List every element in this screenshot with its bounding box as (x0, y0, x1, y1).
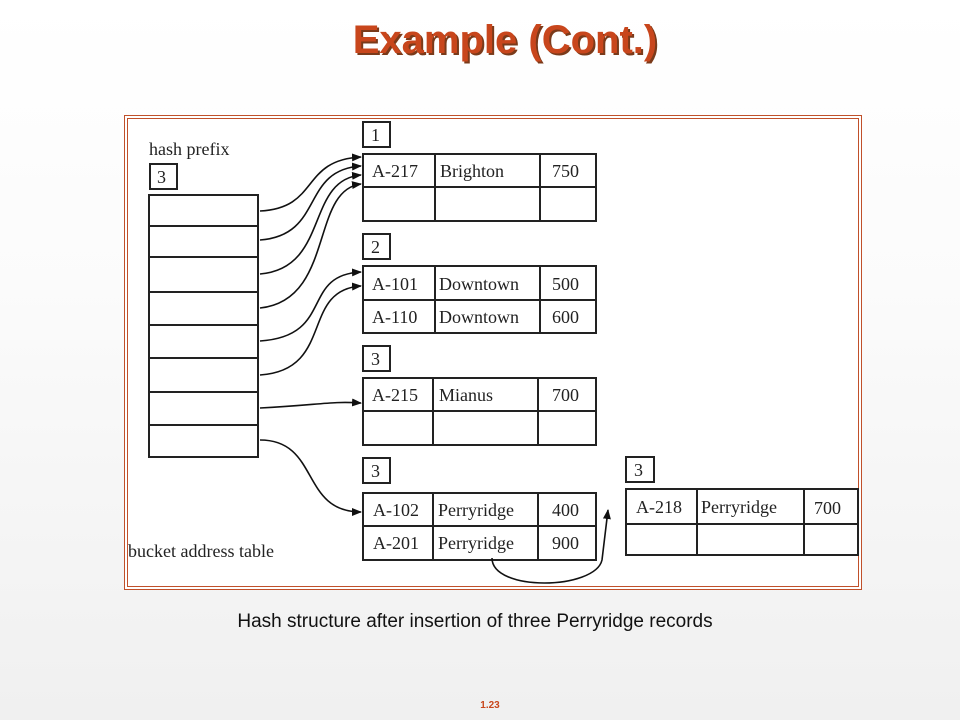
bucket-2-record-2-balance: 600 (552, 307, 579, 327)
bucket-2: 2 A-101 Downtown 500 A-110 Downtown 600 (362, 233, 597, 334)
address-entry-3 (148, 291, 259, 326)
bucket-2-depth: 2 (371, 237, 380, 257)
bucket-2-depth-box (362, 233, 391, 260)
bucket-4-record-2-branch: Perryridge (438, 533, 514, 553)
bucket-4-record-2-balance: 900 (552, 533, 579, 553)
pointer-arrows (259, 153, 611, 584)
bucket-1-record-1-account: A-217 (372, 161, 418, 181)
address-entry-7 (148, 424, 259, 458)
pointer-entry-4 (259, 268, 362, 342)
pointer-entry-6 (259, 398, 362, 409)
pointer-entry-2 (259, 171, 362, 275)
hash-prefix-label: hash prefix (149, 139, 229, 159)
bucket-address-table (148, 194, 259, 458)
slide-title: Example (Cont.) (352, 18, 658, 62)
bucket-2-record-2-account: A-110 (372, 307, 417, 327)
pointer-entry-3 (259, 181, 362, 309)
pointer-entry-5 (259, 282, 362, 376)
bucket-5-record-1-account: A-218 (636, 497, 682, 517)
bucket-2-record-1-branch: Downtown (439, 274, 519, 294)
bucket-5-record-1-balance: 700 (814, 498, 841, 518)
address-entry-6 (148, 391, 259, 426)
bucket-3-record-1-account: A-215 (372, 385, 418, 405)
bucket-5-body (625, 488, 859, 556)
bucket-4-record-1-account: A-102 (373, 500, 419, 520)
bucket-1-depth: 1 (371, 125, 380, 145)
bucket-5-record-1-branch: Perryridge (701, 497, 777, 517)
bucket-4: 3 A-102 Perryridge 400 A-201 Perryridge … (362, 457, 597, 561)
global-depth-box (149, 163, 178, 190)
bucket-4-record-1-balance: 400 (552, 500, 579, 520)
bucket-4-depth-box (362, 457, 391, 484)
address-entry-0 (148, 194, 259, 227)
bucket-3: 3 A-215 Mianus 700 (362, 345, 597, 446)
bucket-2-record-2-branch: Downtown (439, 307, 519, 327)
bucket-3-record-1-branch: Mianus (439, 385, 493, 405)
bucket-2-record-1-account: A-101 (372, 274, 418, 294)
address-entry-4 (148, 324, 259, 359)
bucket-4-depth: 3 (371, 461, 380, 481)
bucket-3-record-1-balance: 700 (552, 385, 579, 405)
bucket-5-depth-box (625, 456, 655, 483)
bucket-5: 3 A-218 Perryridge 700 (625, 456, 859, 556)
bucket-4-record-2-account: A-201 (373, 533, 419, 553)
bucket-2-record-1-balance: 500 (552, 274, 579, 294)
address-entry-2 (148, 256, 259, 293)
bucket-1: 1 A-217 Brighton 750 (362, 121, 597, 222)
bucket-1-record-1-branch: Brighton (440, 161, 504, 181)
bucket-address-table-label: bucket address table (128, 541, 274, 561)
caption: Hash structure after insertion of three … (237, 611, 713, 632)
bucket-4-record-1-branch: Perryridge (438, 500, 514, 520)
address-entry-1 (148, 225, 259, 258)
address-entry-5 (148, 357, 259, 393)
bucket-1-depth-box (362, 121, 391, 148)
bucket-5-depth: 3 (634, 460, 643, 480)
bucket-3-depth: 3 (371, 349, 380, 369)
bucket-3-depth-box (362, 345, 391, 372)
overflow-pointer (491, 509, 611, 584)
page-number: 1.23 (480, 700, 500, 711)
pointer-entry-1 (259, 162, 362, 241)
pointer-entry-7 (259, 439, 362, 516)
bucket-1-record-1-balance: 750 (552, 161, 579, 181)
global-depth-value: 3 (157, 167, 166, 187)
pointer-entry-0 (259, 153, 362, 212)
